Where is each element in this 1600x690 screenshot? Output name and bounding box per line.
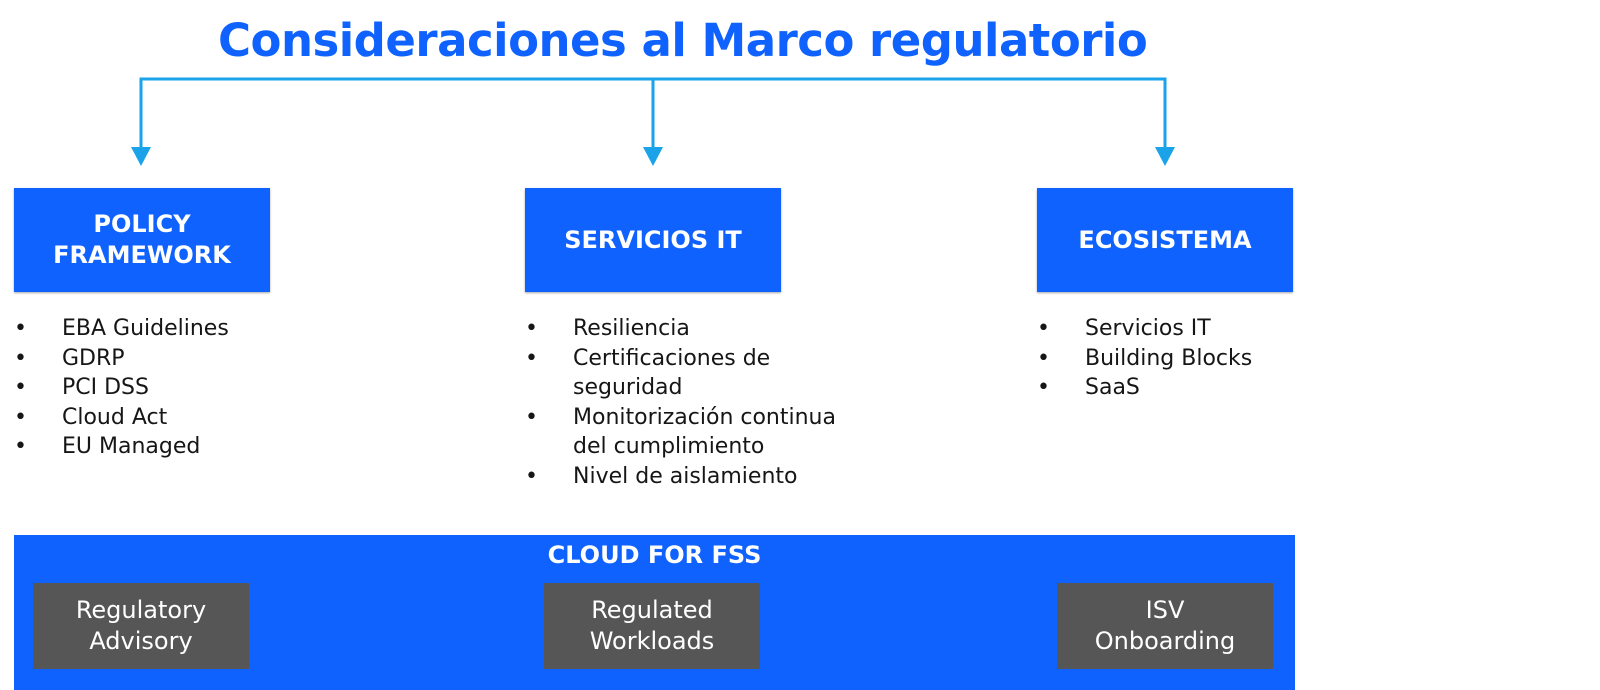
cloud-for-fss-title: CLOUD FOR FSS [547,541,762,569]
regulatory-advisory-box: Regulatory Advisory [33,583,249,669]
list-item: Cloud Act [14,403,334,433]
servicios-it-label: SERVICIOS IT [564,225,742,254]
list-item: Servicios IT [1037,314,1367,344]
ecosistema-box: ECOSISTEMA [1037,188,1293,292]
list-item: Certificaciones de seguridad [525,344,855,403]
regulated-workloads-label: Regulated Workloads [589,596,715,655]
list-item: Building Blocks [1037,344,1367,374]
list-item: EBA Guidelines [14,314,334,344]
servicios-it-list: Resiliencia Certificaciones de seguridad… [525,314,855,491]
servicios-it-box: SERVICIOS IT [525,188,781,292]
cloud-for-fss-band: CLOUD FOR FSS Regulatory Advisory Regula… [14,535,1295,690]
ecosistema-list: Servicios IT Building Blocks SaaS [1037,314,1367,403]
isv-onboarding-label: ISV Onboarding [1094,596,1236,655]
list-item: SaaS [1037,373,1367,403]
regulated-workloads-box: Regulated Workloads [544,583,760,669]
list-item: GDRP [14,344,334,374]
diagram-title: Consideraciones al Marco regulatorio [218,14,1148,67]
policy-framework-list: EBA Guidelines GDRP PCI DSS Cloud Act EU… [14,314,334,462]
arrow-head-servicios [643,147,663,166]
policy-framework-box: POLICY FRAMEWORK [14,188,270,292]
isv-onboarding-box: ISV Onboarding [1057,583,1273,669]
list-item: EU Managed [14,432,334,462]
list-item: PCI DSS [14,373,334,403]
arrow-head-policy [131,147,151,166]
regulatory-advisory-label: Regulatory Advisory [75,596,207,655]
list-item: Resiliencia [525,314,855,344]
list-item: Nivel de aislamiento [525,462,855,492]
list-item: Monitorización continua del cumplimiento [525,403,855,462]
ecosistema-label: ECOSISTEMA [1078,225,1252,254]
arrow-head-ecosistema [1155,147,1175,166]
policy-framework-label: POLICY FRAMEWORK [53,210,231,269]
